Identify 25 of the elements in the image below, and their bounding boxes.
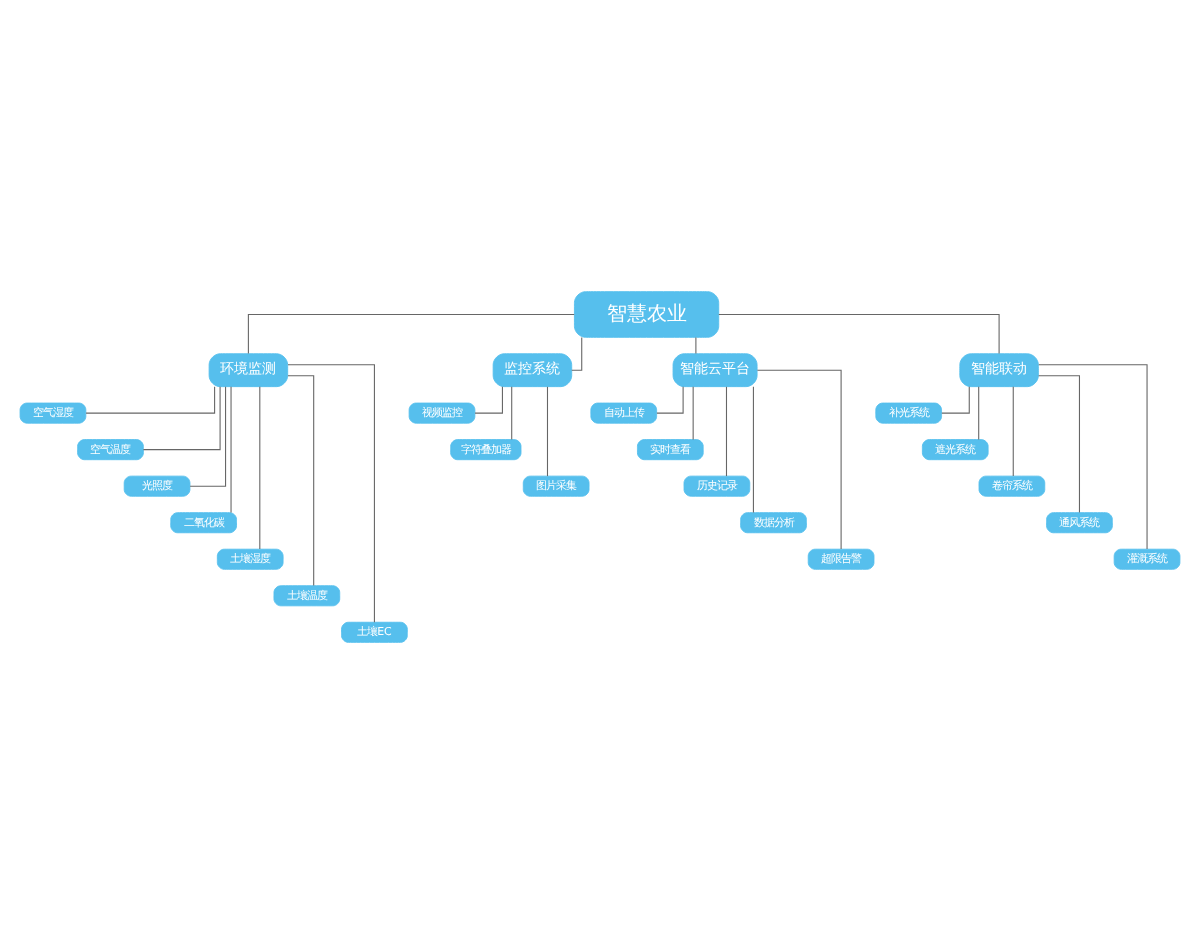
connector: [287, 363, 375, 622]
connector: [695, 335, 697, 354]
connector: [142, 385, 221, 450]
connector: [692, 385, 694, 440]
connector: [571, 335, 583, 370]
connector: [230, 385, 232, 512]
connector: [247, 312, 575, 354]
connector: [1038, 374, 1080, 513]
connector: [259, 385, 261, 549]
connector: [1038, 363, 1148, 549]
connector: [756, 368, 842, 549]
connector: [752, 385, 754, 512]
connector: [941, 385, 970, 413]
connector: [474, 385, 503, 413]
connector: [511, 385, 513, 440]
connector: [1012, 385, 1014, 476]
connector: [978, 385, 980, 440]
connector: [287, 374, 315, 585]
connector: [546, 385, 549, 476]
node-box: 智慧农业: [573, 290, 720, 337]
connector: [718, 312, 1000, 354]
connector: [656, 385, 684, 413]
connector: [85, 385, 216, 413]
connector: [189, 385, 227, 486]
connector: [725, 385, 728, 476]
